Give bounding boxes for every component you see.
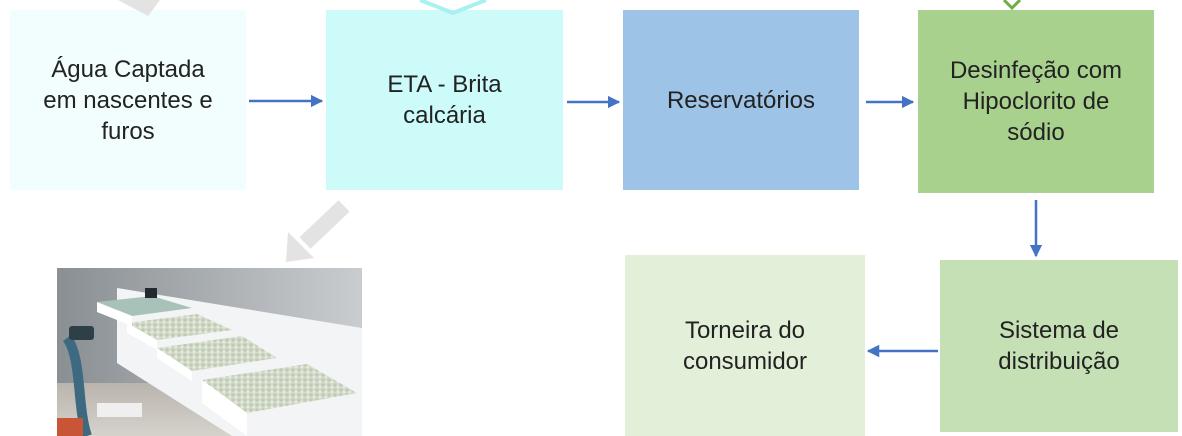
node-torneira-consumidor: Torneira do consumidor [625,255,865,436]
node-eta-brita: ETA - Brita calcária [326,10,563,190]
node-agua-captada: Água Captada em nascentes e furos [10,10,246,190]
node-desinfecao-label: Desinfeção com Hipoclorito de sódio [949,57,1123,146]
filter-tanks-photo [57,268,362,436]
gray-arrow-top-partial [118,0,160,16]
node-torneira-consumidor-label: Torneira do consumidor [682,316,808,375]
cyan-chevron-icon [419,0,487,16]
node-reservatorios-label: Reservatórios [666,86,816,114]
gray-arrow-to-photo [286,200,350,262]
green-chevron-icon [1002,0,1022,11]
node-sistema-distribuicao: Sistema de distribuição [940,260,1178,432]
node-agua-captada-label: Água Captada em nascentes e furos [43,55,213,145]
node-eta-brita-label: ETA - Brita calcária [387,71,502,129]
node-reservatorios: Reservatórios [623,10,859,190]
node-sistema-distribuicao-label: Sistema de distribuição [998,317,1120,375]
node-desinfecao: Desinfeção com Hipoclorito de sódio [918,10,1154,193]
